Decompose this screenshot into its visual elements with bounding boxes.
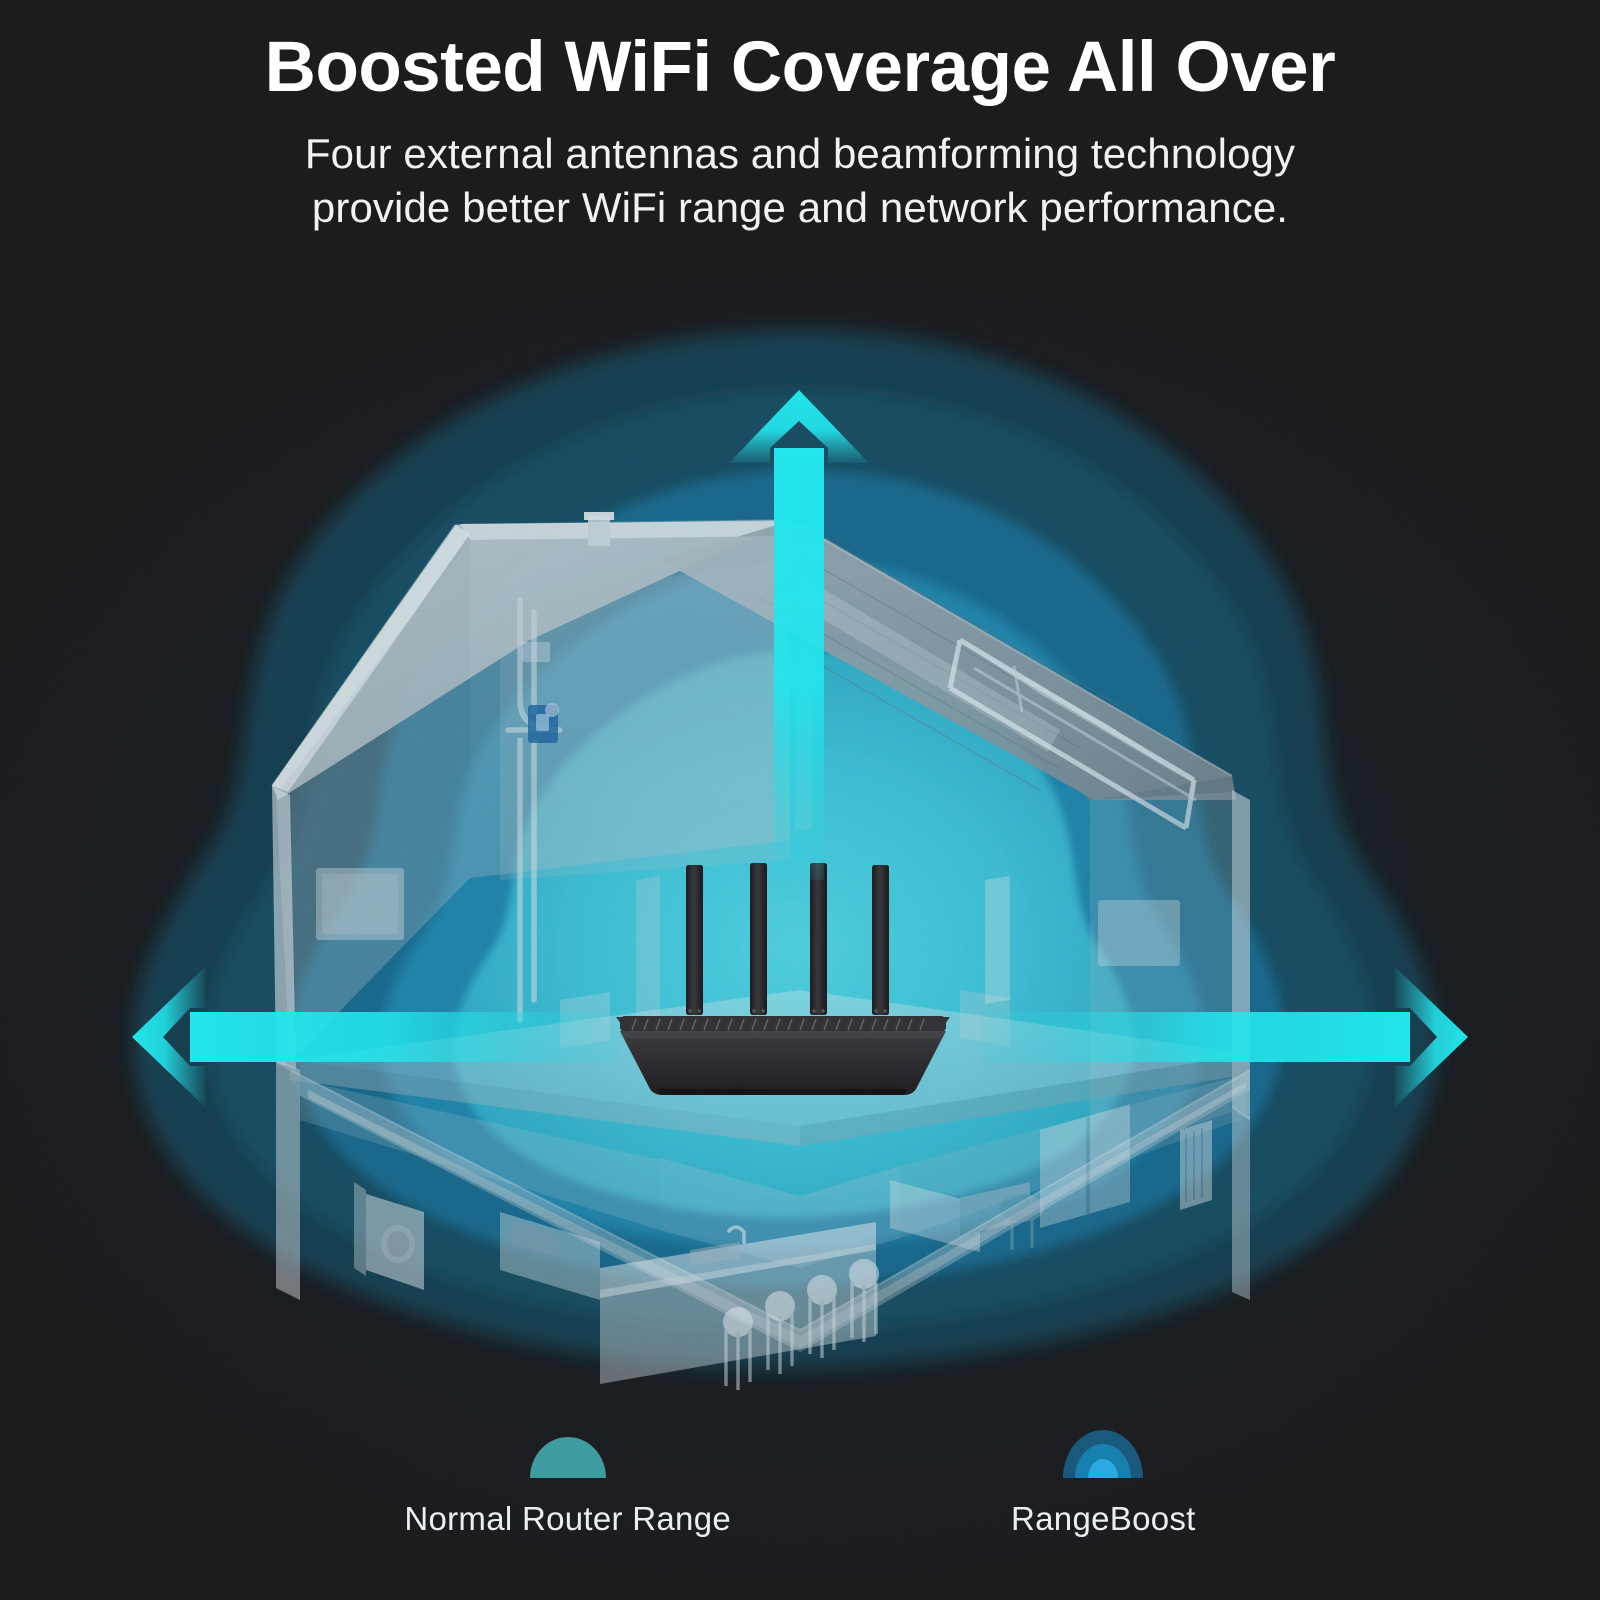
router-vent-top	[616, 1016, 950, 1032]
subtitle-line-1: Four external antennas and beamforming t…	[304, 129, 1296, 177]
wifi-router	[598, 845, 968, 1105]
radiator	[1180, 1120, 1212, 1210]
page-subtitle: Four external antennas and beamforming t…	[0, 127, 1600, 236]
header: Boosted WiFi Coverage All Over Four exte…	[0, 0, 1600, 236]
legend: Normal Router Range RangeBoost	[0, 1424, 1600, 1538]
dome-swatch-layered-icon	[1060, 1424, 1146, 1478]
legend-item-normal-router-range: Normal Router Range	[404, 1432, 731, 1538]
legend-item-rangeboost: RangeBoost	[1011, 1424, 1196, 1538]
subtitle-line-2: provide better WiFi range and network pe…	[311, 184, 1289, 232]
legend-label-rangeboost: RangeBoost	[1011, 1500, 1196, 1537]
router-body	[620, 1031, 946, 1095]
legend-label-normal-router-range: Normal Router Range	[404, 1500, 732, 1537]
page-title: Boosted WiFi Coverage All Over	[264, 28, 1336, 107]
washing-machine	[354, 1182, 424, 1290]
dome-swatch-single-icon	[525, 1432, 611, 1478]
router-antennas	[686, 863, 889, 1015]
